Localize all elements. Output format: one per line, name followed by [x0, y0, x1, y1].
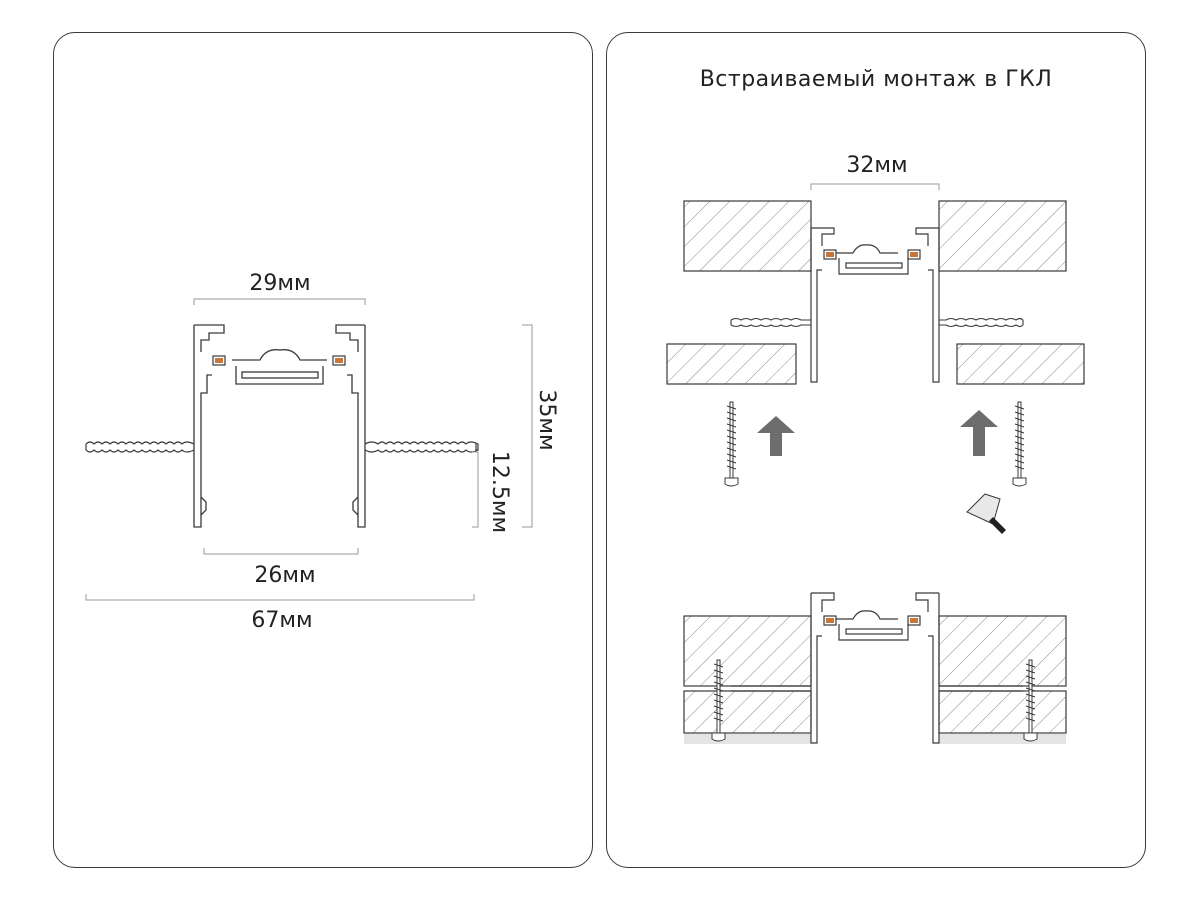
profile-upper	[810, 227, 940, 383]
putty-layer-left	[684, 734, 811, 744]
drywall-bottom-upper	[666, 343, 1085, 385]
putty-knife-icon	[966, 493, 1006, 534]
assembled-right-copper	[907, 615, 921, 626]
profile-cross-section	[193, 324, 366, 528]
upper-right-copper	[907, 249, 921, 260]
dim-depth: 12.5мм	[487, 451, 512, 533]
dim-total-width: 67мм	[251, 608, 312, 633]
flange-upper	[730, 317, 1024, 328]
profile-assembled	[731, 592, 1023, 744]
right-panel-title: Встраиваемый монтаж в ГКЛ	[700, 67, 1053, 92]
left-copper-contact	[212, 355, 226, 366]
upper-left-copper	[823, 249, 837, 260]
dim-height: 35мм	[534, 389, 559, 450]
dim-top-width: 29мм	[249, 271, 310, 296]
right-copper-contact	[332, 355, 346, 366]
left-panel	[53, 32, 593, 868]
dim-bottom-width: 26мм	[254, 563, 315, 588]
dim-gap-width: 32мм	[846, 153, 907, 178]
screw-assembled-left-icon	[711, 659, 726, 742]
dimension-lines-left	[85, 298, 533, 601]
arrow-up-left-icon	[757, 416, 795, 456]
gap-dimension-line	[810, 183, 940, 190]
arrow-up-right-icon	[960, 410, 998, 456]
right-flange	[364, 441, 479, 453]
screw-assembled-right-icon	[1023, 659, 1038, 742]
screw-right-icon	[1012, 401, 1027, 487]
left-flange	[85, 441, 195, 453]
putty-layer-right	[939, 734, 1066, 744]
screw-left-icon	[724, 401, 739, 487]
assembled-left-copper	[823, 615, 837, 626]
drywall-top-upper	[683, 200, 1067, 272]
drywall-assembled	[683, 615, 1067, 734]
